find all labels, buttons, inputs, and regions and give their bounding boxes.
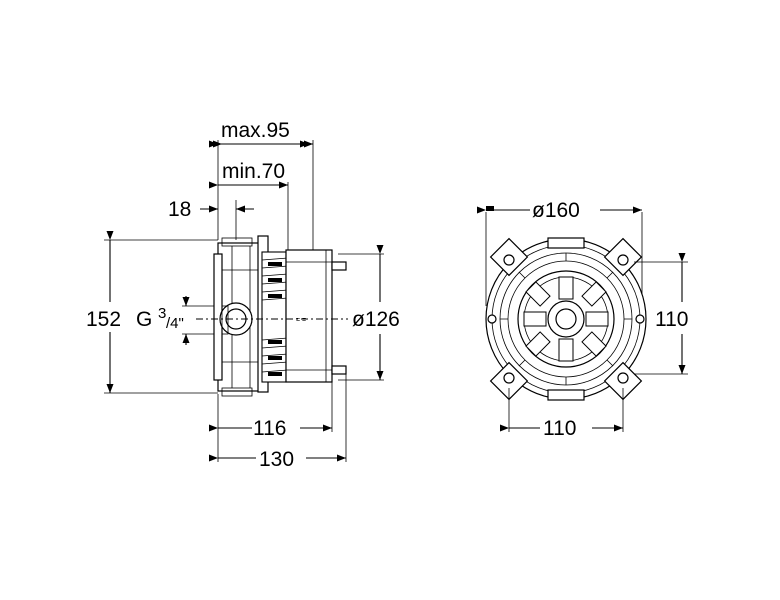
svg-text:= =: = = <box>296 317 306 324</box>
thread-sub: /4" <box>166 315 184 332</box>
thread-label: G <box>136 308 152 331</box>
dimension-horizontal-spacing: 110 <box>500 388 624 440</box>
dimension-total-depth: 130 <box>209 448 346 471</box>
valve-flange <box>257 235 289 393</box>
total-depth-label: 130 <box>259 448 294 471</box>
horizontal-spacing-label: 110 <box>543 417 576 440</box>
dimension-flange-diameter: ø126 <box>338 245 400 381</box>
dimension-max-depth: max.95 <box>209 119 313 148</box>
valve-body <box>213 237 261 397</box>
min-depth-label: min.70 <box>222 160 285 183</box>
dimension-inlet-offset: 18 <box>168 198 254 221</box>
dimension-height: 152 G 3 /4" <box>86 231 218 394</box>
thread-sup: 3 <box>158 305 166 322</box>
height-label: 152 <box>86 308 121 331</box>
front-view: ø160 <box>477 199 688 440</box>
max-depth-label: max.95 <box>221 119 290 142</box>
valve-cylinder: = = <box>285 249 347 383</box>
inlet-offset-label: 18 <box>168 198 191 221</box>
dimension-outer-diameter: ø160 <box>477 199 643 306</box>
side-view: max.95 min.70 18 152 G 3 /4" <box>86 119 400 471</box>
outer-diameter-label: ø160 <box>532 199 580 222</box>
vertical-spacing-label: 110 <box>655 308 688 331</box>
dimension-min-depth: min.70 <box>209 160 288 189</box>
flange-diameter-label: ø126 <box>352 308 400 331</box>
dimension-vertical-spacing: 110 <box>634 253 688 375</box>
dimension-body-depth: 116 <box>209 417 332 440</box>
body-depth-label: 116 <box>253 417 286 440</box>
mounting-lugs <box>487 237 645 401</box>
center-hub <box>517 270 615 368</box>
